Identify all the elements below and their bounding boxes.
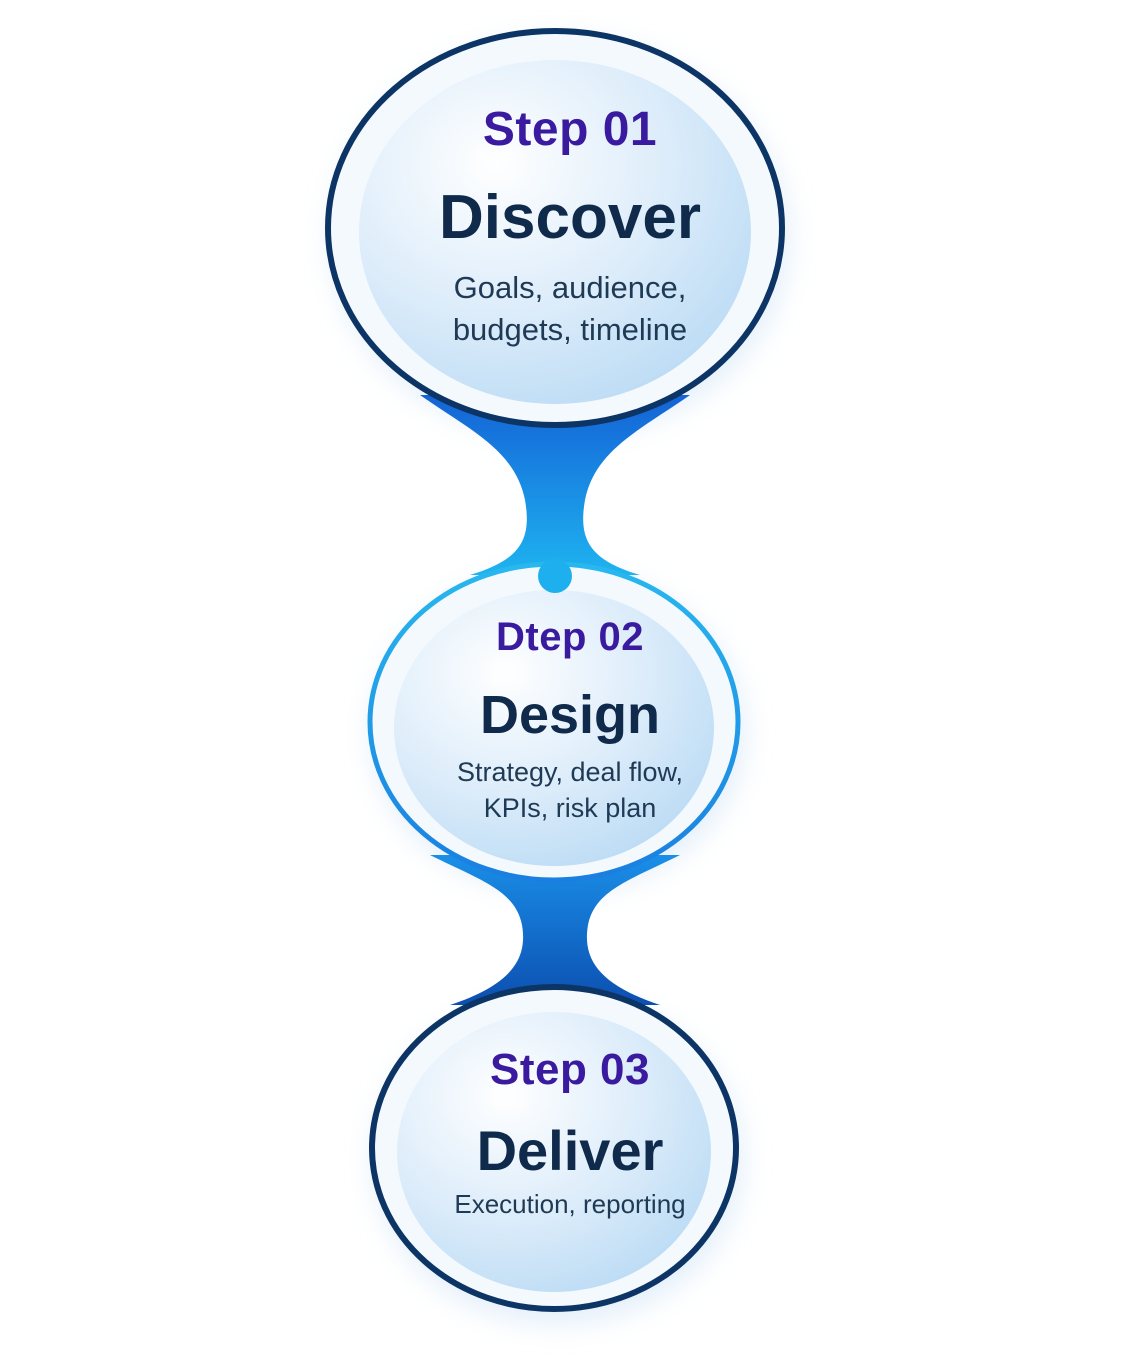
step-3-title: Deliver [476, 1119, 664, 1182]
step-1-desc-line-2: budgets, timeline [452, 312, 688, 347]
connector-1 [420, 395, 690, 575]
connector-2 [430, 855, 680, 1005]
step-1-title: Discover [439, 183, 701, 252]
step-1-label: Step 01 [482, 103, 658, 156]
step-2-title: Design [479, 685, 661, 745]
step-3-label: Step 03 [489, 1045, 650, 1094]
step-3-inner [397, 1012, 711, 1292]
step-3-desc-line-1: Execution, reporting [454, 1189, 686, 1219]
step-2-inner [394, 590, 714, 866]
step-2-desc-line-2: KPIs, risk plan [483, 793, 657, 823]
step-2-label: Dtep 02 [496, 615, 644, 659]
step-2-top-knob [538, 559, 572, 593]
step-2-desc-line-1: Strategy, deal flow, [456, 757, 684, 787]
step-1-desc-line-1: Goals, audience, [453, 270, 687, 305]
step-1-inner [359, 60, 751, 404]
